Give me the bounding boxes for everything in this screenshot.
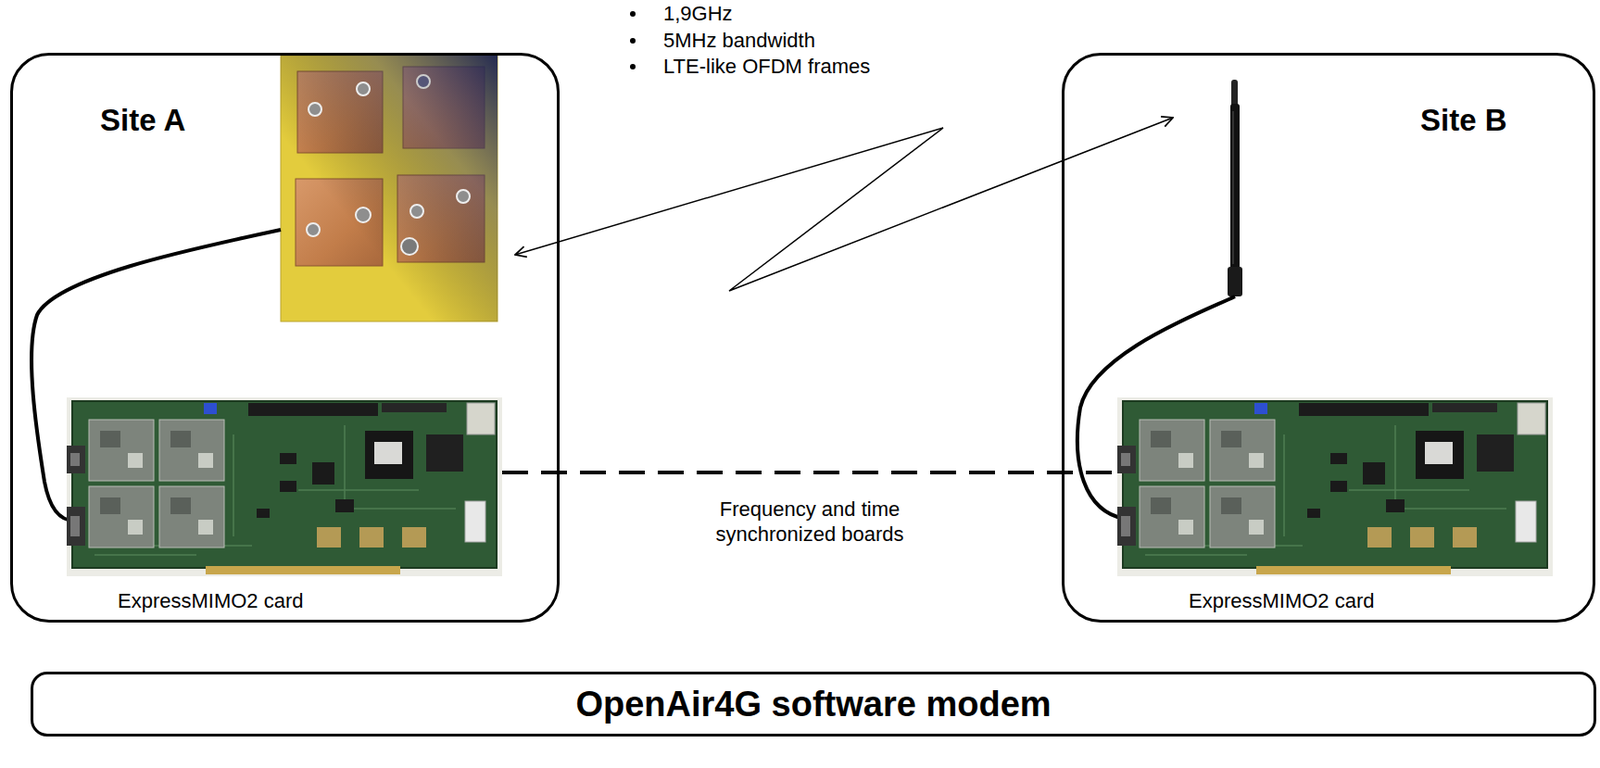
card-photo: [66, 397, 503, 577]
card-photo: [1117, 397, 1553, 577]
card-caption: ExpressMIMO2 card: [117, 588, 304, 614]
card-node: ExpressMIMO2 card: [66, 397, 503, 577]
radio-link-arrow: [515, 127, 944, 255]
spec-list: 1,9GHz5MHz bandwidthLTE-like OFDM frames: [626, 0, 870, 81]
band-title: OpenAir4G software modem: [575, 682, 1051, 726]
spec-bullet: 1,9GHz: [626, 0, 870, 28]
card-node: ExpressMIMO2 card: [1117, 397, 1553, 577]
spec-bullet: LTE-like OFDM frames: [626, 53, 870, 81]
sync-link: [502, 470, 1118, 475]
software-band: OpenAir4G software modem: [30, 671, 1597, 737]
site-box: Site B ExpressMIMO2 card: [1061, 52, 1596, 623]
site-title: Site B: [1420, 101, 1508, 139]
site-box: Site A ExpressMIMO2 card: [10, 52, 560, 623]
whip-antenna: [1227, 79, 1243, 297]
spec-bullet: 5MHz bandwidth: [626, 27, 870, 55]
radio-link-arrow: [729, 117, 1173, 291]
link-label: Frequency and time synchronized boards: [694, 496, 925, 547]
site-title: Site A: [100, 101, 186, 139]
card-caption: ExpressMIMO2 card: [1188, 588, 1375, 614]
patch-antenna: [280, 55, 498, 322]
